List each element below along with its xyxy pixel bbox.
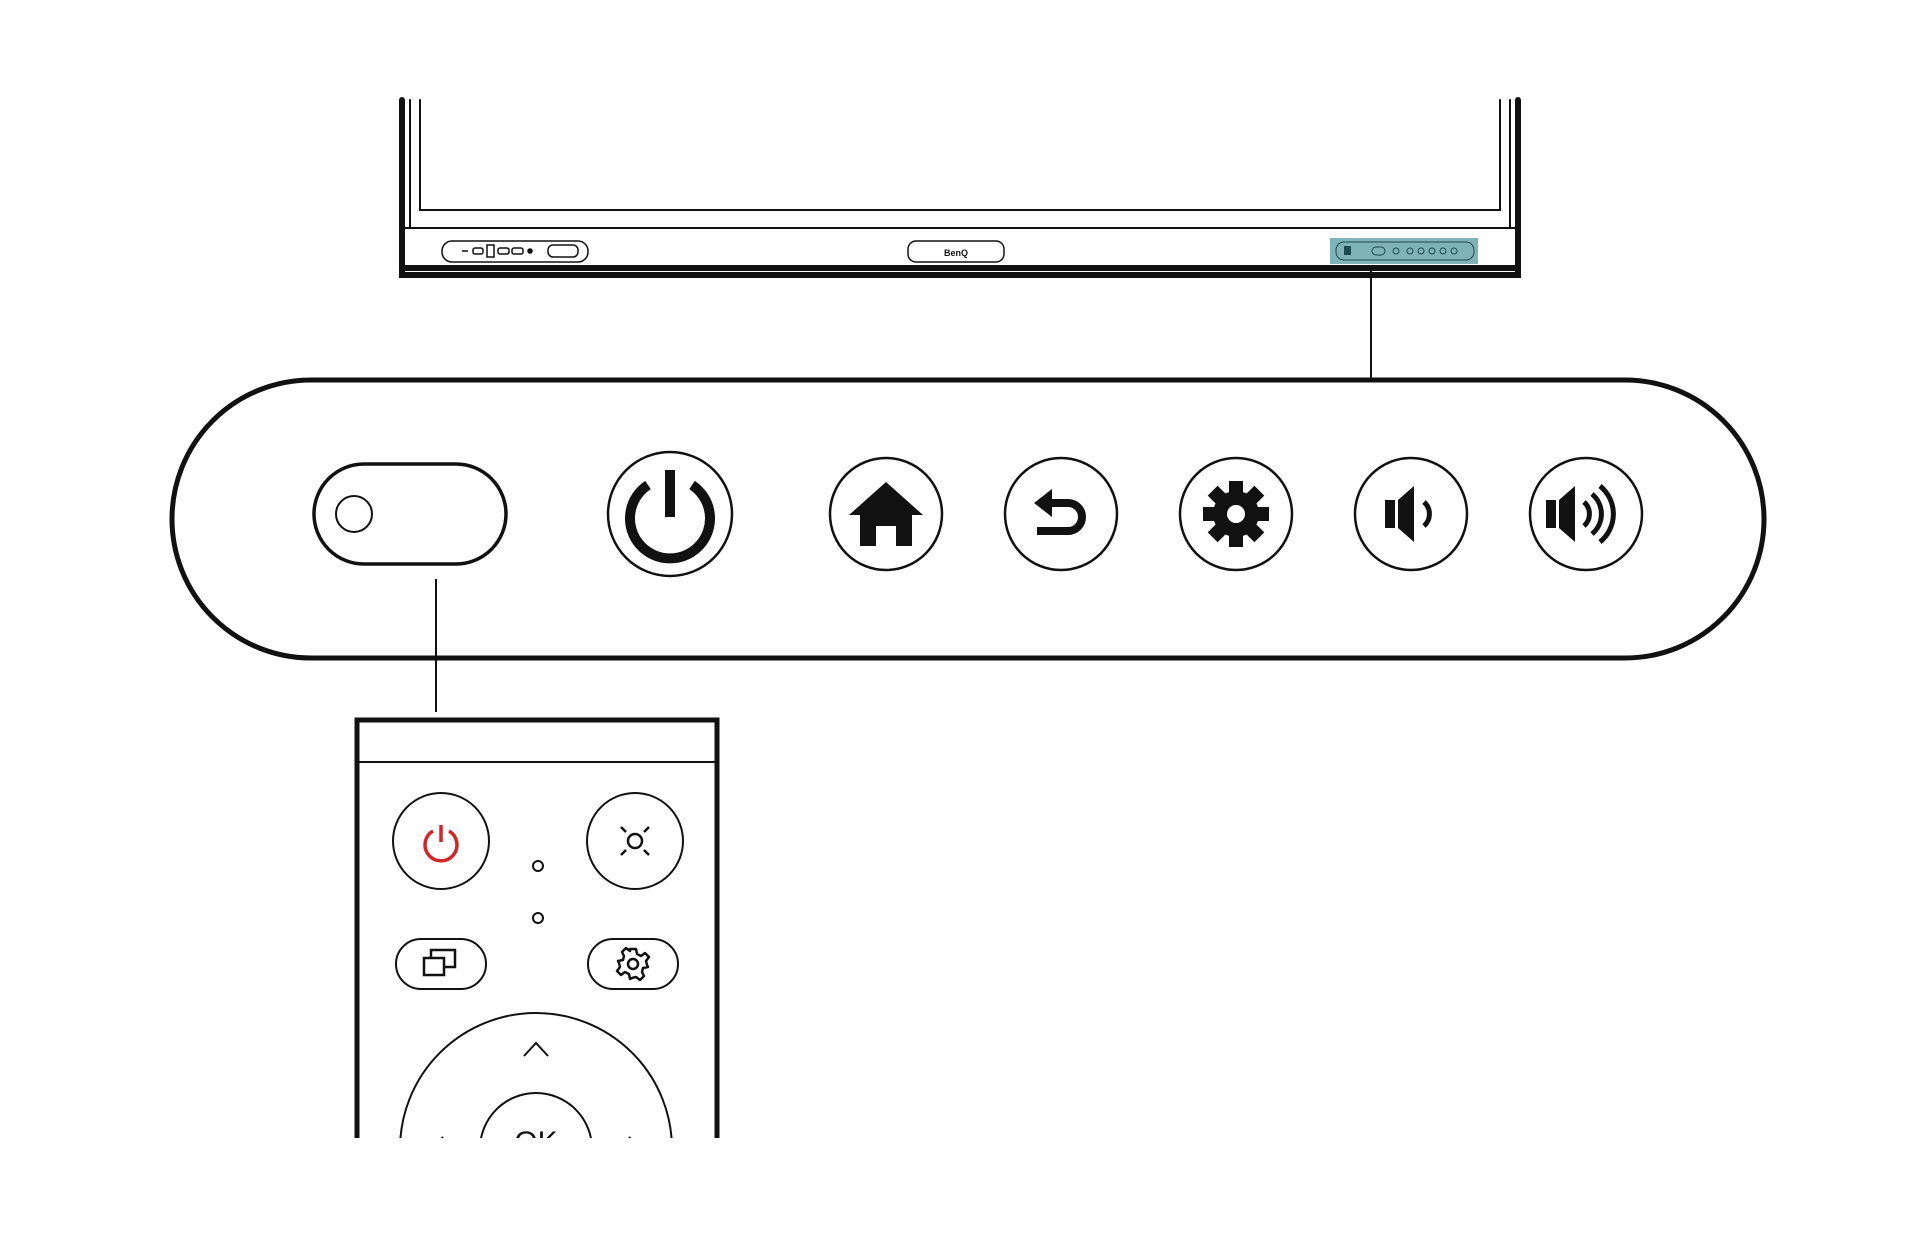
remote-settings-button[interactable] [587,938,679,990]
power-button[interactable] [606,450,734,578]
chevron-up-icon [523,1041,549,1057]
remote-nav-ring[interactable] [399,1012,673,1237]
ir-sensor [312,462,508,566]
remote-brightness-button[interactable] [586,792,684,890]
svg-text:OK: OK [514,1126,557,1159]
volume-down-icon [1385,486,1432,542]
multi-window-icon [422,948,457,977]
remote-control: OK [354,717,720,1237]
remote-indicator-dot [532,860,544,872]
volume-up-icon [1546,484,1616,544]
volume-down-button[interactable] [1353,456,1469,572]
remote-indicator-dot [532,912,544,924]
remote-power-button[interactable] [392,792,490,890]
svg-text:BenQ: BenQ [944,248,968,258]
remote-ok-button[interactable]: OK [480,1092,592,1205]
brand-logo: BenQ [907,240,1005,263]
home-icon [849,482,923,546]
display-unit [399,97,1521,278]
power-icon [423,825,459,863]
home-button[interactable] [828,456,944,572]
remote-multi-window-button[interactable] [395,938,487,990]
brightness-icon [620,826,650,856]
front-ports [441,240,589,263]
control-panel-enlarged [169,377,1767,661]
back-arrow-icon [1034,489,1086,535]
settings-button[interactable] [1178,456,1294,572]
bezel-dots [851,266,1067,268]
display-control-panel-highlight [1330,238,1478,264]
ir-sensor-icon [335,495,373,533]
back-button[interactable] [1003,456,1119,572]
gear-icon [1203,481,1269,547]
power-icon [625,470,715,564]
volume-up-button[interactable] [1528,456,1644,572]
gear-icon [615,946,651,982]
